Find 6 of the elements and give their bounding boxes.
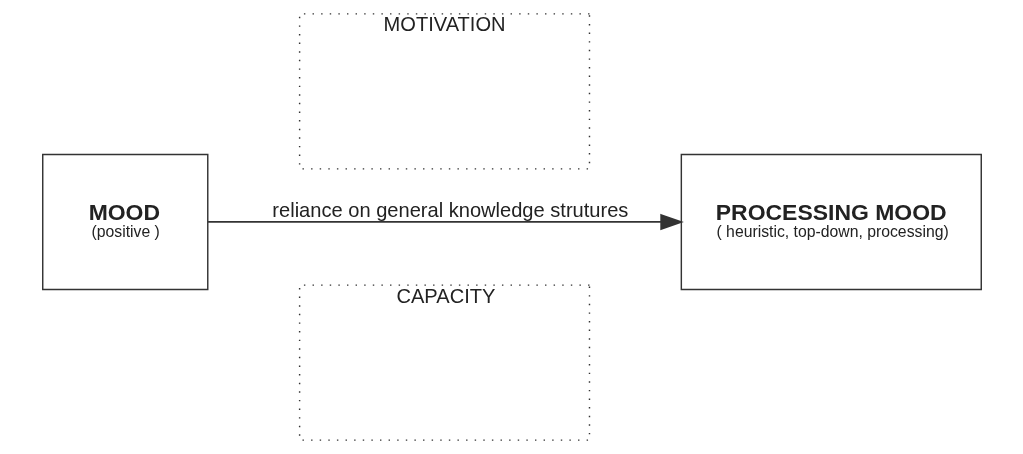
node-box: CAPACITY <box>298 284 590 441</box>
node-box: PROCESSING MOOD ( heuristic, top-down, processing) <box>680 153 982 291</box>
node-box: MOTIVATION <box>298 13 590 170</box>
edge-label: reliance on general knowledge strutures <box>271 198 628 221</box>
node-box: MOOD (positive ) <box>41 153 208 291</box>
arrow <box>206 213 684 231</box>
